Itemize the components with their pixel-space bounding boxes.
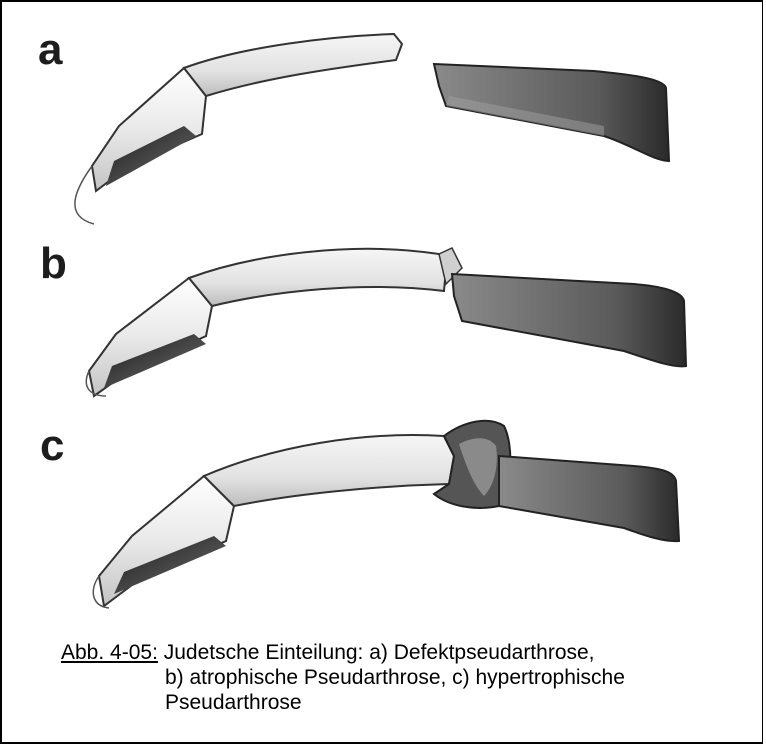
panel-letter-c: c bbox=[40, 424, 64, 468]
caption-prefix: Abb. 4-05: bbox=[61, 641, 158, 664]
panel-c-bones bbox=[93, 421, 679, 608]
caption-line-1: Abb. 4-05: Judetsche Einteilung: a) Defe… bbox=[61, 640, 751, 665]
bone-illustration bbox=[34, 16, 734, 616]
panel-b-bones bbox=[86, 248, 686, 396]
caption-line-3: Pseudarthrose bbox=[61, 690, 751, 715]
panel-letter-a: a bbox=[38, 28, 62, 72]
figure-illustration: a b c bbox=[34, 16, 734, 616]
caption-line-2: b) atrophische Pseudarthrose, c) hypertr… bbox=[61, 665, 751, 690]
caption-text-1: Judetsche Einteilung: a) Defektpseudarth… bbox=[164, 641, 595, 664]
panel-a-bones bbox=[75, 34, 669, 224]
figure-caption: Abb. 4-05: Judetsche Einteilung: a) Defe… bbox=[61, 640, 751, 715]
panel-letter-b: b bbox=[40, 242, 67, 286]
